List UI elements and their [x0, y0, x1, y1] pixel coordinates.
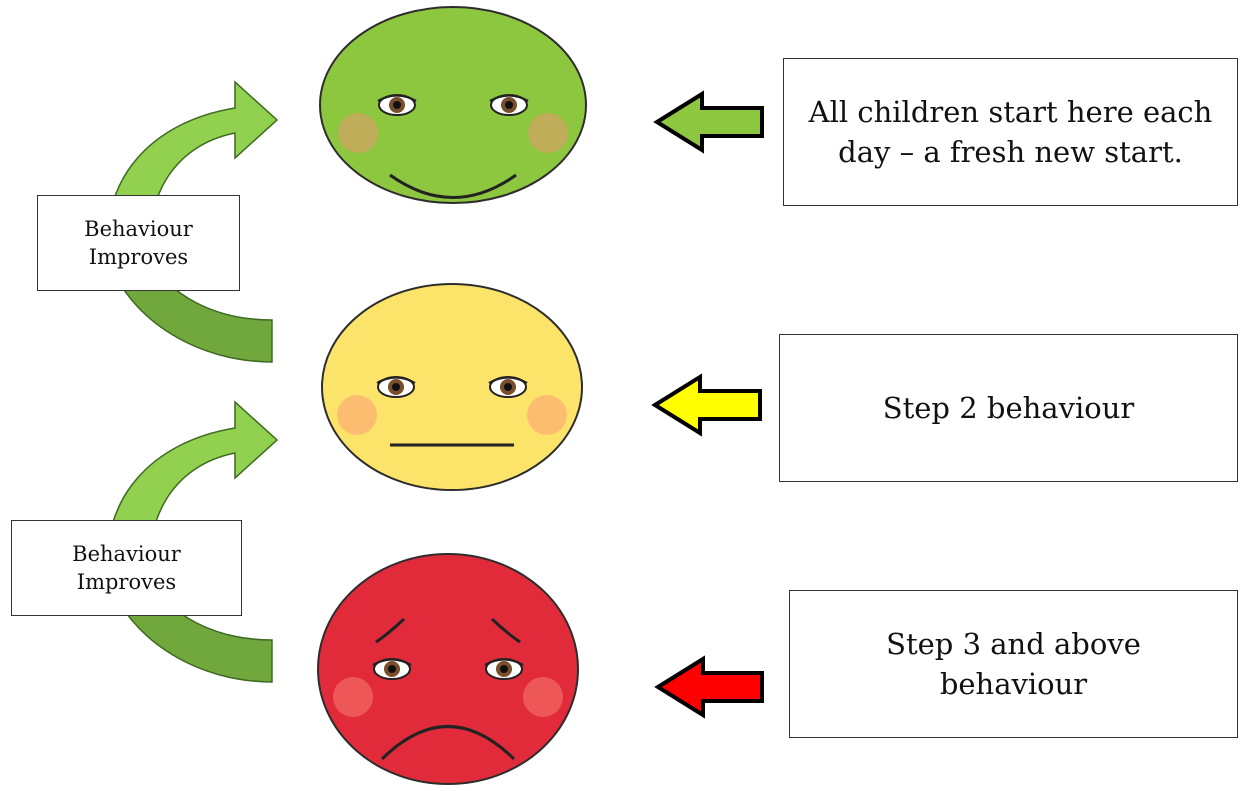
- improve-label-bottom-line2: Improves: [76, 570, 177, 594]
- left-arrow-icon: [654, 655, 764, 719]
- description-red-line2: behaviour: [939, 667, 1088, 701]
- cheek: [337, 395, 377, 435]
- description-red-line1: Step 3 and above: [886, 627, 1141, 661]
- description-box-red: Step 3 and above behaviour: [789, 590, 1238, 738]
- improve-label-bottom-line1: Behaviour: [72, 542, 181, 566]
- eye-lid: [489, 94, 529, 102]
- worried-brow: [375, 617, 406, 644]
- eye-pupil: [505, 101, 513, 109]
- eye-pupil: [393, 101, 401, 109]
- cheek: [527, 395, 567, 435]
- eye-pupil: [504, 383, 512, 391]
- cheek: [523, 677, 563, 717]
- description-box-green: All children start here each day – a fre…: [783, 58, 1238, 206]
- face-circle: [319, 6, 587, 204]
- eye-lid: [376, 376, 416, 384]
- improve-label-bottom: Behaviour Improves: [11, 520, 242, 616]
- eye-lid: [488, 376, 528, 384]
- frown-mouth: [380, 725, 516, 761]
- sad-face-icon: [317, 553, 579, 785]
- face-circle: [317, 553, 579, 785]
- description-box-yellow: Step 2 behaviour: [779, 334, 1238, 482]
- cheek: [333, 677, 373, 717]
- description-green-line2: day – a fresh new start.: [838, 135, 1183, 169]
- eye-lid: [377, 94, 417, 102]
- happy-face-icon: [319, 6, 587, 204]
- cheek: [338, 113, 378, 153]
- neutral-face-icon: [321, 283, 583, 491]
- eye-lid: [484, 658, 524, 666]
- improve-label-top: Behaviour Improves: [37, 195, 240, 291]
- eye-pupil: [392, 383, 400, 391]
- face-circle: [321, 283, 583, 491]
- left-arrow-icon: [651, 373, 762, 437]
- improve-label-top-line1: Behaviour: [84, 217, 193, 241]
- worried-brow: [490, 617, 521, 644]
- description-green-line1: All children start here each: [808, 95, 1213, 129]
- description-yellow-line1: Step 2 behaviour: [882, 391, 1135, 425]
- eye-lid: [372, 658, 412, 666]
- eye-pupil: [500, 665, 508, 673]
- smile-mouth: [389, 173, 517, 199]
- cheek: [528, 113, 568, 153]
- eye-pupil: [388, 665, 396, 673]
- left-arrow-icon: [653, 90, 764, 154]
- improve-label-top-line2: Improves: [88, 245, 189, 269]
